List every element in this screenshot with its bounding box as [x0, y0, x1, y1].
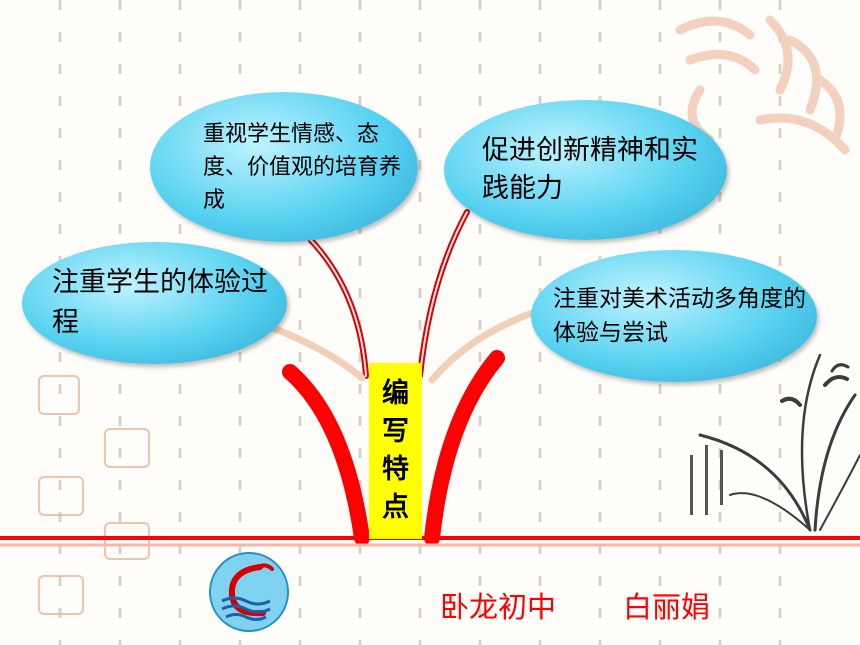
bubble-text: 促进创新精神和实践能力 — [482, 135, 698, 204]
seal-stamp — [104, 522, 150, 560]
bubble-experience-process: 注重学生的体验过程 — [22, 242, 287, 364]
center-label: 编 写 特 点 — [369, 363, 422, 539]
bubble-innovation-practice: 促进创新精神和实践能力 — [444, 100, 727, 240]
school-name: 卧龙初中 — [440, 590, 557, 624]
center-char: 点 — [382, 492, 409, 523]
bubble-emotion-attitude: 重视学生情感、态度、价值观的培育养成 — [150, 92, 418, 242]
seal-stamp — [38, 476, 84, 516]
bubble-text: 重视学生情感、态度、价值观的培育养成 — [203, 121, 402, 213]
seal-stamp — [38, 375, 80, 415]
seal-stamp — [38, 575, 84, 615]
orchid-painting — [690, 353, 860, 532]
bubble-text: 注重学生的体验过程 — [52, 267, 268, 338]
bubble-text: 注重对美术活动多角度的体验与尝试 — [553, 286, 806, 346]
center-char: 特 — [382, 454, 409, 485]
center-char: 写 — [382, 416, 409, 447]
seal-stamp — [104, 428, 150, 468]
author-name: 白丽娟 — [623, 590, 711, 624]
school-logo — [209, 552, 289, 632]
center-char: 编 — [382, 378, 409, 409]
bubble-multi-angle-experience: 注重对美术活动多角度的体验与尝试 — [531, 250, 817, 382]
calligraphy-watermark — [675, 15, 850, 155]
